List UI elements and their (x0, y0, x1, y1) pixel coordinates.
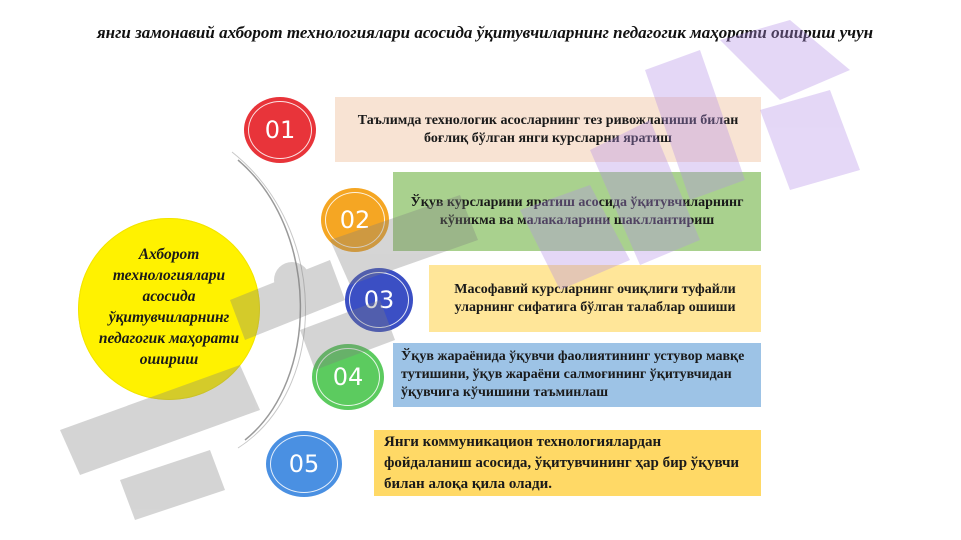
number-circle-01: 01 (244, 97, 316, 163)
item-box-05: Янги коммуникацион технологиялардан фойд… (374, 430, 761, 496)
item-text-04: Ўқув жараёнида ўқувчи фаолиятининг устув… (401, 349, 745, 400)
slide-title: янги замонавий ахборот технологиялари ас… (96, 23, 874, 42)
number-circle-03: 03 (345, 268, 413, 332)
center-text: Ахборот технологиялари асосида ўқитувчил… (98, 246, 240, 368)
center-circle: Ахборот технологиялари асосида ўқитувчил… (78, 218, 260, 400)
number-label-04: 04 (332, 363, 364, 391)
item-box-01: Таълимда технологик асосларнинг тез риво… (335, 97, 761, 162)
item-text-02: Ўқув курсларини яратиш асосида ўқитувчил… (410, 194, 744, 228)
number-label-02: 02 (339, 206, 371, 234)
item-text-03: Масофавий курсларнинг очиқлиги туфайли у… (454, 281, 736, 315)
item-text-05: Янги коммуникацион технологиялардан фойд… (384, 433, 740, 492)
item-text-01: Таълимда технологик асосларнинг тез риво… (357, 112, 739, 146)
item-box-02: Ўқув курсларини яратиш асосида ўқитувчил… (393, 172, 761, 251)
number-label-03: 03 (363, 286, 395, 314)
number-label-01: 01 (264, 116, 296, 144)
item-box-04: Ўқув жараёнида ўқувчи фаолиятининг устув… (393, 343, 761, 407)
number-label-05: 05 (288, 450, 320, 478)
number-circle-04: 04 (312, 344, 384, 410)
number-circle-02: 02 (321, 188, 389, 252)
number-circle-05: 05 (266, 431, 342, 497)
item-box-03: Масофавий курсларнинг очиқлиги туфайли у… (429, 265, 761, 332)
